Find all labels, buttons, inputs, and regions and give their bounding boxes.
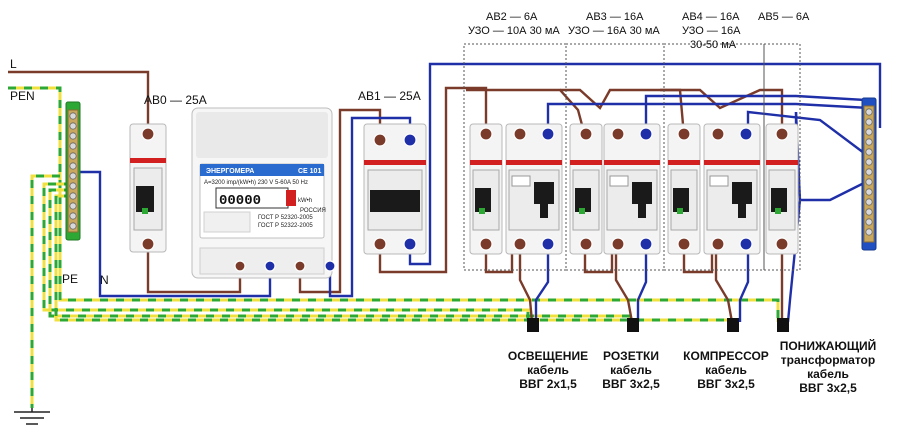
output-2-line2: кабель	[610, 363, 652, 377]
bus-screw	[865, 198, 873, 206]
output-caption-1: ОСВЕЩЕНИЕ кабель ВВГ 2х1,5	[508, 349, 588, 391]
meter-country: РОССИЯ	[300, 208, 326, 214]
bus-screw	[865, 178, 873, 186]
bus-screw	[865, 128, 873, 136]
output-2-line1: РОЗЕТКИ	[603, 349, 659, 363]
output-3-line1: КОМПРЕССОР	[683, 349, 769, 363]
breaker-ab4	[667, 123, 701, 255]
group-box-ab4	[663, 43, 765, 271]
label-ab0: АВ0 — 25А	[144, 93, 207, 107]
bus-screw	[69, 152, 77, 160]
bus-screw	[865, 118, 873, 126]
output-4-line1: ПОНИЖАЮЩИЙ	[780, 338, 877, 353]
bus-screw	[69, 222, 77, 230]
label-ab1: АВ1 — 25А	[358, 89, 421, 103]
output-3-line3: ВВГ 3х2,5	[697, 377, 755, 391]
output-terminals	[527, 318, 789, 332]
bus-screw	[865, 108, 873, 116]
pe-conductor	[8, 86, 780, 408]
output-4-line4: ВВГ 3х2,5	[799, 381, 857, 395]
breaker-ab3	[569, 123, 603, 255]
bus-screw	[69, 202, 77, 210]
output-caption-2: РОЗЕТКИ кабель ВВГ 3х2,5	[602, 349, 660, 391]
bus-screw	[69, 212, 77, 220]
bus-screw	[865, 148, 873, 156]
bus-screw	[69, 112, 77, 120]
breaker-ab1	[363, 123, 427, 255]
meter-spec: A=3200 imp/(kW•h) 230 V 5-60A 50 Hz	[204, 180, 308, 186]
label-ab4-line2: УЗО — 16А	[682, 25, 741, 37]
ground-symbol	[14, 408, 50, 425]
energy-meter: ЭНЕРГОМЕРА СЕ 101 A=3200 imp/(kW•h) 230 …	[191, 107, 336, 279]
label-ab4-line1: АВ4 — 16А	[682, 11, 740, 23]
label-ab2-line2: УЗО — 10А 30 мА	[468, 25, 560, 37]
meter-brand: ЭНЕРГОМЕРА	[206, 168, 254, 175]
group-box-ab3	[565, 43, 665, 271]
label-ab2-line1: АВ2 — 6А	[486, 11, 538, 23]
rcd-ab2	[505, 123, 563, 255]
meter-unit: kW•h	[298, 198, 312, 204]
meter-model: СЕ 101	[298, 168, 321, 175]
label-ab5-line1: АВ5 — 6А	[758, 11, 810, 23]
output-4-line3: кабель	[807, 367, 849, 381]
bus-screw	[865, 168, 873, 176]
output-1-line3: ВВГ 2х1,5	[519, 377, 577, 391]
bus-screw	[69, 162, 77, 170]
output-1-line1: ОСВЕЩЕНИЕ	[508, 349, 588, 363]
meter-gost2: ГОСТ Р 52322-2005	[258, 223, 313, 229]
pen-bus-bar	[65, 101, 81, 241]
output-3-line2: кабель	[705, 363, 747, 377]
bus-screw	[69, 122, 77, 130]
bus-screw	[865, 188, 873, 196]
label-l: L	[10, 57, 17, 71]
label-pe: PE	[62, 272, 78, 286]
rcd-ab4	[703, 123, 761, 255]
bus-screw	[865, 138, 873, 146]
output-caption-3: КОМПРЕССОР кабель ВВГ 3х2,5	[683, 349, 769, 391]
rcd-ab3	[603, 123, 661, 255]
output-1-line2: кабель	[527, 363, 569, 377]
bus-screw	[69, 132, 77, 140]
label-pen: PEN	[10, 89, 35, 103]
label-ab3-line2: УЗО — 16А 30 мА	[568, 25, 660, 37]
output-caption-4: ПОНИЖАЮЩИЙ трансформатор кабель ВВГ 3х2,…	[780, 338, 877, 395]
bus-screw	[69, 192, 77, 200]
phase-wiring	[8, 70, 784, 323]
label-ab3-line1: АВ3 — 16А	[586, 11, 644, 23]
output-2-line3: ВВГ 3х2,5	[602, 377, 660, 391]
meter-digits: 00000	[219, 193, 261, 209]
bus-screw	[69, 182, 77, 190]
neutral-bus-bar	[861, 97, 877, 251]
breaker-ab0	[129, 123, 167, 253]
breaker-ab5	[765, 123, 799, 255]
bus-screw	[865, 228, 873, 236]
label-ab4-line3: 30-50 мА	[690, 39, 737, 51]
output-4-line2: трансформатор	[781, 353, 875, 367]
bus-screw	[865, 218, 873, 226]
bus-screw	[865, 208, 873, 216]
meter-gost1: ГОСТ Р 52320-2005	[258, 215, 313, 221]
breaker-ab2	[469, 123, 503, 255]
bus-screw	[69, 172, 77, 180]
label-n: N	[100, 273, 109, 287]
group-box-ab5	[763, 43, 801, 271]
bus-screw	[865, 158, 873, 166]
bus-screw	[69, 142, 77, 150]
